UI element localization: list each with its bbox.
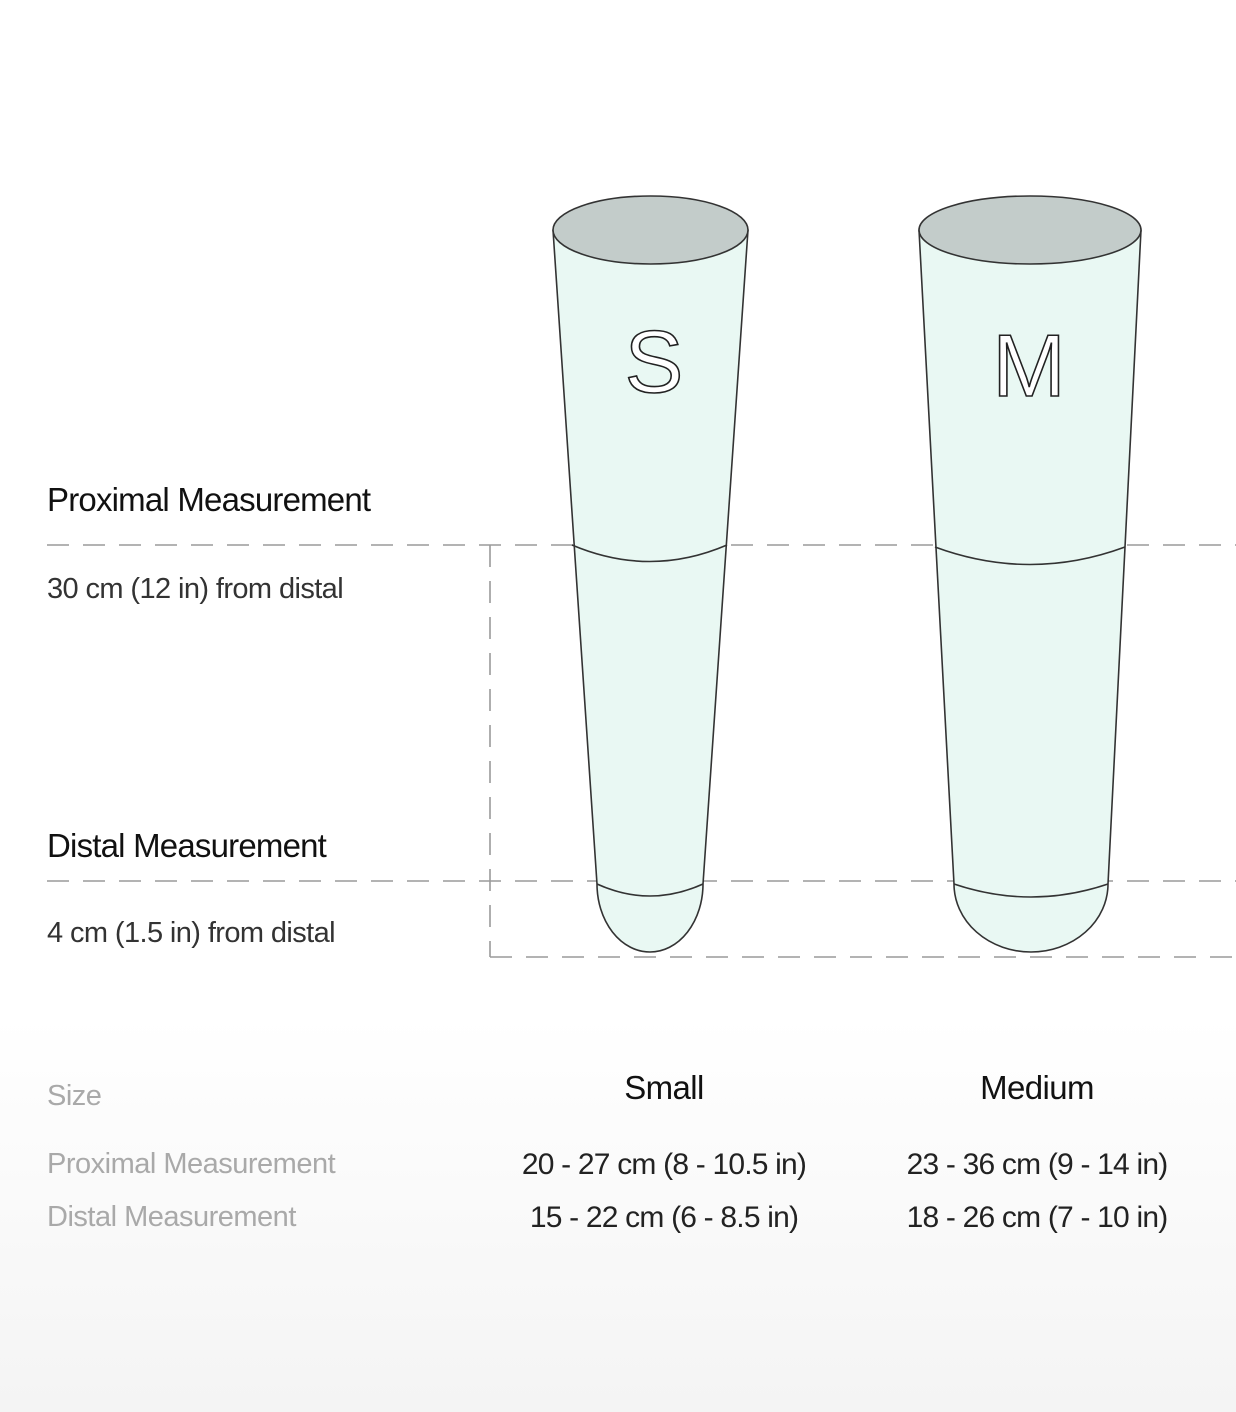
sleeve-medium: M (918, 195, 1142, 953)
size-row-label: Size (47, 1080, 102, 1112)
sleeve-diagram: S M (47, 195, 1236, 958)
sleeve-medium-letter: M (992, 316, 1065, 415)
sleeve-small: S (552, 195, 749, 953)
distal-measurement-title: Distal Measurement (47, 827, 327, 864)
sleeve-small-distal-ring (596, 883, 704, 897)
sleeve-small-opening (552, 195, 749, 265)
sleeve-small-body (552, 229, 749, 953)
small-distal-value: 15 - 22 cm (6 - 8.5 in) (529, 1201, 799, 1234)
column-medium-header: Medium (980, 1069, 1094, 1106)
sleeve-medium-body (918, 229, 1142, 953)
sleeve-small-proximal-ring (571, 544, 728, 563)
sleeve-small-letter: S (625, 312, 684, 411)
proximal-row-label: Proximal Measurement (47, 1148, 336, 1180)
proximal-measurement-note: 30 cm (12 in) from distal (47, 573, 344, 605)
distal-measurement-note: 4 cm (1.5 in) from distal (47, 917, 336, 949)
distal-row-label: Distal Measurement (47, 1201, 296, 1233)
column-small-header: Small (624, 1069, 704, 1106)
medium-distal-value: 18 - 26 cm (7 - 10 in) (906, 1201, 1169, 1234)
sleeve-medium-proximal-ring (934, 546, 1126, 566)
small-proximal-value: 20 - 27 cm (8 - 10.5 in) (521, 1148, 807, 1181)
sleeve-medium-opening (918, 195, 1142, 265)
medium-proximal-value: 23 - 36 cm (9 - 14 in) (906, 1148, 1169, 1181)
sleeve-medium-distal-ring (953, 883, 1109, 898)
proximal-measurement-title: Proximal Measurement (47, 481, 371, 518)
